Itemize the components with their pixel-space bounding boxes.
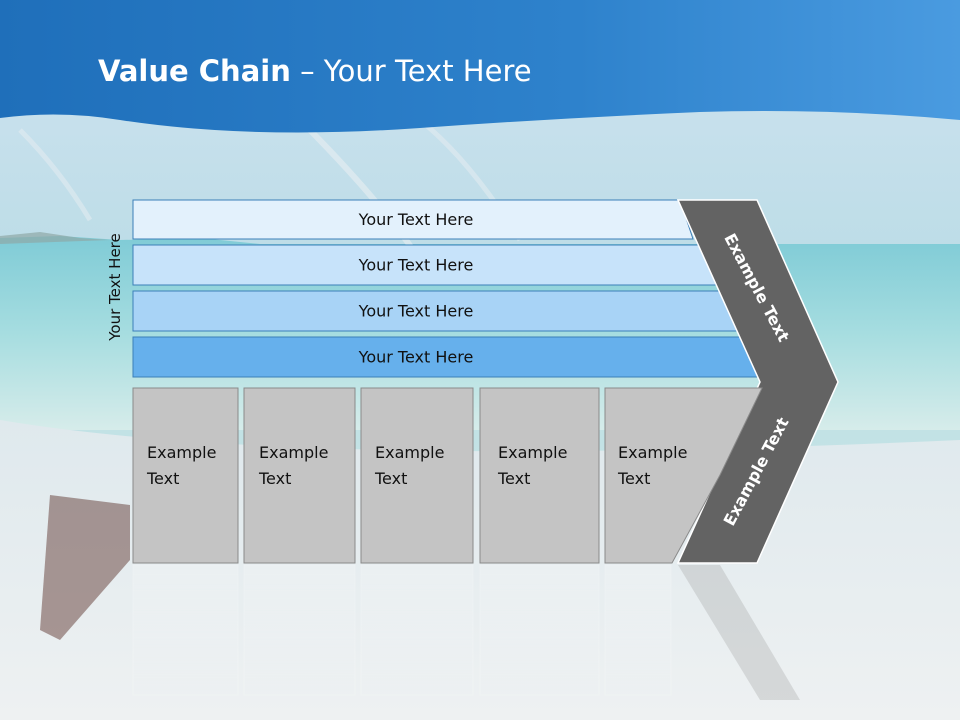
- column-box-shape: [479, 387, 600, 564]
- diagram-reflection: [132, 564, 800, 700]
- row-bar-3: Your Text Here: [132, 290, 740, 332]
- column-box-shape: [132, 387, 239, 564]
- row-bar-4: Your Text Here: [132, 336, 764, 378]
- column-box-shape: [604, 387, 763, 564]
- row-label: Your Text Here: [358, 348, 474, 367]
- row-label: Your Text Here: [358, 302, 474, 321]
- column-label-line1: Example: [498, 443, 567, 462]
- column-label-line2: Text: [146, 469, 179, 488]
- column-label-line1: Example: [259, 443, 328, 462]
- column-label-line1: Example: [618, 443, 687, 462]
- column-box-shape: [360, 387, 474, 564]
- row-bar-2: Your Text Here: [132, 244, 717, 286]
- row-label: Your Text Here: [358, 256, 474, 275]
- row-bar-shape: [132, 199, 694, 240]
- column-label-line1: Example: [147, 443, 216, 462]
- column-box-shape: [243, 387, 356, 564]
- row-label: Your Text Here: [358, 210, 474, 229]
- column-label-line2: Text: [617, 469, 650, 488]
- column-label-line2: Text: [497, 469, 530, 488]
- page-title: Value Chain – Your Text Here: [98, 54, 532, 88]
- chevron: Example Text Example Text: [676, 199, 839, 564]
- row-bar-1: Your Text Here: [132, 199, 694, 240]
- title-banner: [0, 0, 960, 133]
- column-label-line2: Text: [374, 469, 407, 488]
- column-label-line1: Example: [375, 443, 444, 462]
- column-label-line2: Text: [258, 469, 291, 488]
